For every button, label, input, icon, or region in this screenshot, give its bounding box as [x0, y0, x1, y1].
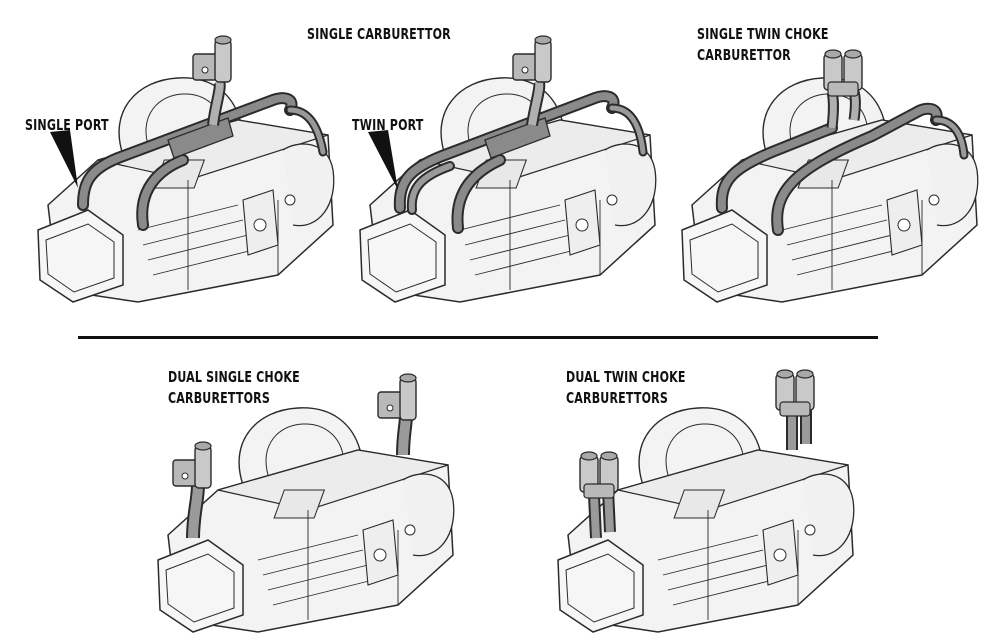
engine-drawing: [557, 369, 855, 633]
engine-drawing: [359, 35, 657, 303]
carburettor: [775, 369, 815, 417]
pointer-arrow: [50, 130, 78, 188]
engine-twin-port: [350, 35, 670, 303]
carburettor: [377, 373, 417, 421]
engine-dual-single-choke: [148, 370, 468, 633]
carburettor: [192, 35, 232, 83]
carburettor: [512, 35, 552, 83]
engine-drawing: [157, 373, 455, 633]
carburettor: [579, 451, 619, 499]
pointer-arrow: [368, 130, 398, 190]
engine-drawing: [37, 35, 335, 303]
engine-single-twin-choke: [672, 40, 992, 303]
label-dual-twin-choke: DUAL TWIN CHOKE CARBURETTORS: [566, 368, 686, 407]
label-single-twin-choke: SINGLE TWIN CHOKE CARBURETTOR: [697, 25, 829, 64]
section-divider: [78, 336, 878, 339]
engine-single-port: [28, 35, 348, 303]
carburettor: [823, 49, 863, 97]
label-single-carburettor: SINGLE CARBURETTOR: [307, 25, 451, 43]
label-twin-port: TWIN PORT: [352, 116, 424, 134]
engine-dual-twin-choke: [548, 369, 868, 633]
label-dual-single-choke: DUAL SINGLE CHOKE CARBURETTORS: [168, 368, 300, 407]
intake-manifold: [79, 94, 296, 209]
carburettor: [172, 441, 212, 489]
engine-drawing: [681, 49, 979, 303]
label-single-port: SINGLE PORT: [25, 116, 109, 134]
